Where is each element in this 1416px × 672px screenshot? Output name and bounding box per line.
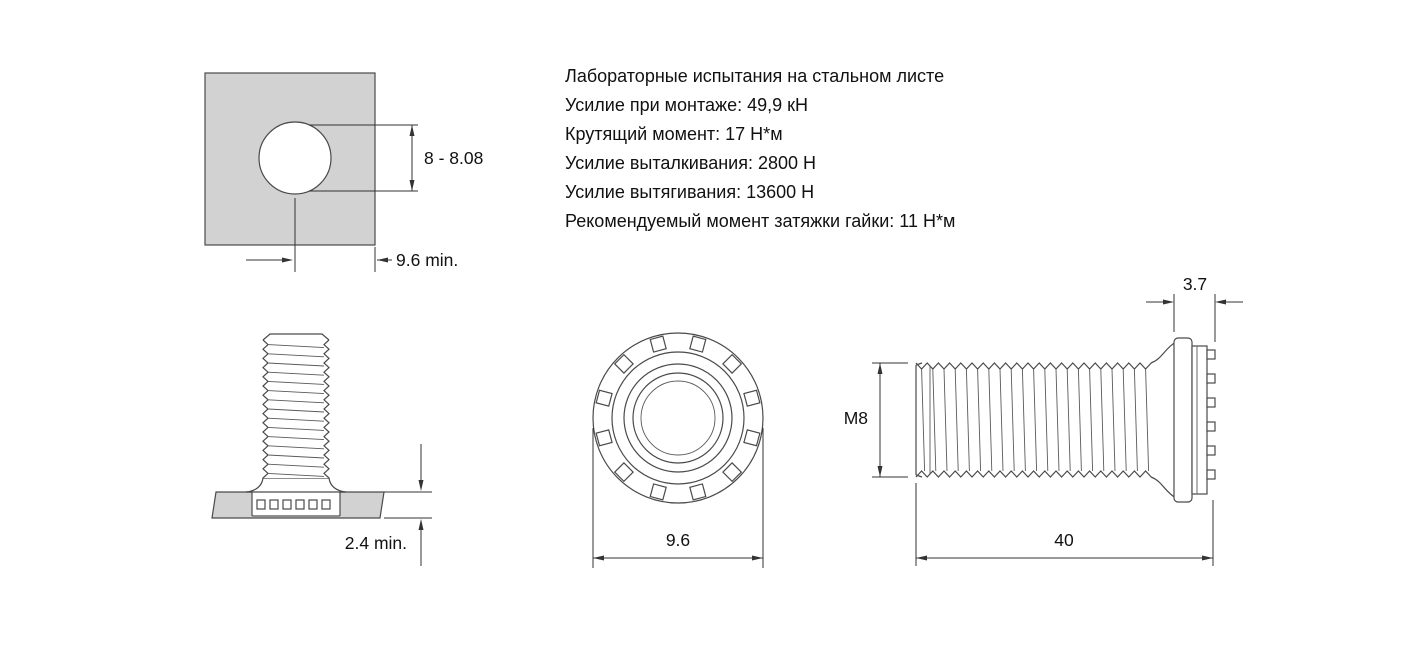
head-height-label: 3.7 (1183, 274, 1207, 294)
sheet-thickness-label: 2.4 min. (345, 533, 407, 553)
head-diameter-label: 9.6 (666, 530, 690, 550)
installed-stud-side-view: 2.4 min. (211, 333, 432, 566)
thread-size-label: M8 (844, 408, 868, 428)
mounting-hole (258, 121, 332, 195)
hole-diameter-dimension: 8 - 8.08 (309, 124, 483, 192)
knurl-teeth-edge (1206, 349, 1216, 480)
mounting-hole-top-view: 8 - 8.08 9.6 min. (204, 72, 483, 272)
shank-end-cap (915, 362, 931, 478)
embedded-head (251, 491, 341, 517)
neck-fillet-bottom (1150, 476, 1177, 499)
neck-fillet-top (1150, 341, 1177, 364)
serrated-plate (1191, 345, 1208, 495)
spec-title: Лабораторные испытания на стальном листе (565, 66, 945, 86)
spec-line-torque: Крутящий момент: 17 Н*м (565, 124, 783, 144)
knurl-teeth-front (595, 335, 761, 501)
knurl-ring-circle (611, 351, 745, 485)
stud-side-view: 3.7 M8 40 (844, 274, 1243, 566)
stud-length-dimension: 40 (915, 483, 1214, 566)
shank-top-chamfer (262, 333, 330, 341)
head-height-dimension: 3.7 (1146, 274, 1243, 342)
spec-line-pushout: Усилие выталкивания: 2800 Н (565, 153, 816, 173)
spec-line-mount-force: Усилие при монтаже: 49,9 кН (565, 95, 809, 115)
edge-distance-label: 9.6 min. (396, 250, 458, 270)
chamfer-circle (640, 380, 716, 456)
edge-distance-dimension: 9.6 min. (246, 198, 458, 272)
knurl-teeth-side (256, 499, 331, 510)
thread-major-circle (623, 363, 733, 473)
head-diameter-dimension: 9.6 (592, 428, 764, 568)
sheet-thickness-dimension: 2.4 min. (345, 444, 432, 566)
thread-size-dimension: M8 (844, 362, 908, 478)
shank-flare (245, 477, 347, 493)
spec-text-block: Лабораторные испытания на стальном листе… (565, 62, 955, 236)
spec-line-nut-torque: Рекомендуемый момент затяжки гайки: 11 Н… (565, 211, 956, 231)
spec-line-pullout: Усилие вытягивания: 13600 Н (565, 182, 815, 202)
stud-length-label: 40 (1054, 530, 1074, 550)
threaded-shank-vertical (262, 339, 330, 479)
stud-head-front-view: 9.6 (592, 332, 764, 568)
thread-minor-circle (632, 372, 724, 464)
hole-diameter-label: 8 - 8.08 (424, 148, 483, 168)
flange-disk (1173, 337, 1193, 503)
threaded-shank-horizontal (915, 362, 1152, 478)
flange-outer-circle (592, 332, 764, 504)
